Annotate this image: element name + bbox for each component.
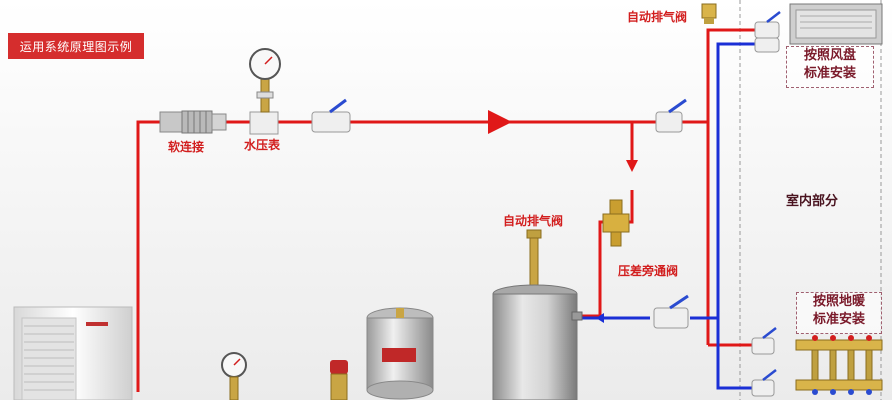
floor-heating-install-line2: 标准安装	[812, 312, 865, 327]
floor-heating-manifold-icon	[795, 335, 883, 395]
fan-coil-icon	[789, 3, 883, 45]
pressure-gauge-icon	[249, 48, 281, 135]
differential-bypass-valve-icon	[602, 199, 630, 247]
fan-coil-install-line2: 标准安装	[803, 66, 856, 81]
return-valve-icon	[653, 294, 689, 329]
fan-coil-install-line1: 按照风盘	[803, 48, 856, 63]
buffer-tank-icon	[492, 229, 583, 400]
floor-heating-valves	[751, 327, 777, 397]
water-pressure-gauge-label: 水压表	[244, 138, 281, 152]
safety-valve-icon	[330, 360, 348, 400]
fan-coil-install-note: 按照风盘 标准安装	[786, 46, 874, 88]
auto-air-vent-mid-label: 自动排气阀	[503, 214, 564, 228]
lower-pressure-gauge-icon	[221, 352, 247, 400]
supply-valve-icon	[655, 98, 687, 133]
floor-heating-install-line1: 按照地暖	[812, 294, 865, 309]
soft-connector-icon	[159, 110, 227, 134]
soft-connector-label: 软连接	[168, 140, 205, 154]
supply-pipe	[136, 28, 760, 392]
heat-pump-unit-icon	[13, 306, 133, 400]
auto-air-vent-top-icon	[701, 3, 717, 24]
indoor-section-label: 室内部分	[786, 194, 839, 209]
ball-valve-icon	[311, 98, 351, 133]
differential-bypass-valve-label: 压差旁通阀	[618, 264, 679, 278]
diagram-title-badge: 运用系统原理图示例	[8, 33, 144, 59]
indoor-boundary	[739, 0, 882, 400]
return-pipe	[576, 42, 762, 390]
floor-heating-install-note: 按照地暖 标准安装	[796, 292, 882, 334]
fan-coil-valves	[754, 11, 781, 53]
expansion-tank-icon	[366, 307, 434, 400]
auto-air-vent-top-label: 自动排气阀	[627, 10, 688, 24]
